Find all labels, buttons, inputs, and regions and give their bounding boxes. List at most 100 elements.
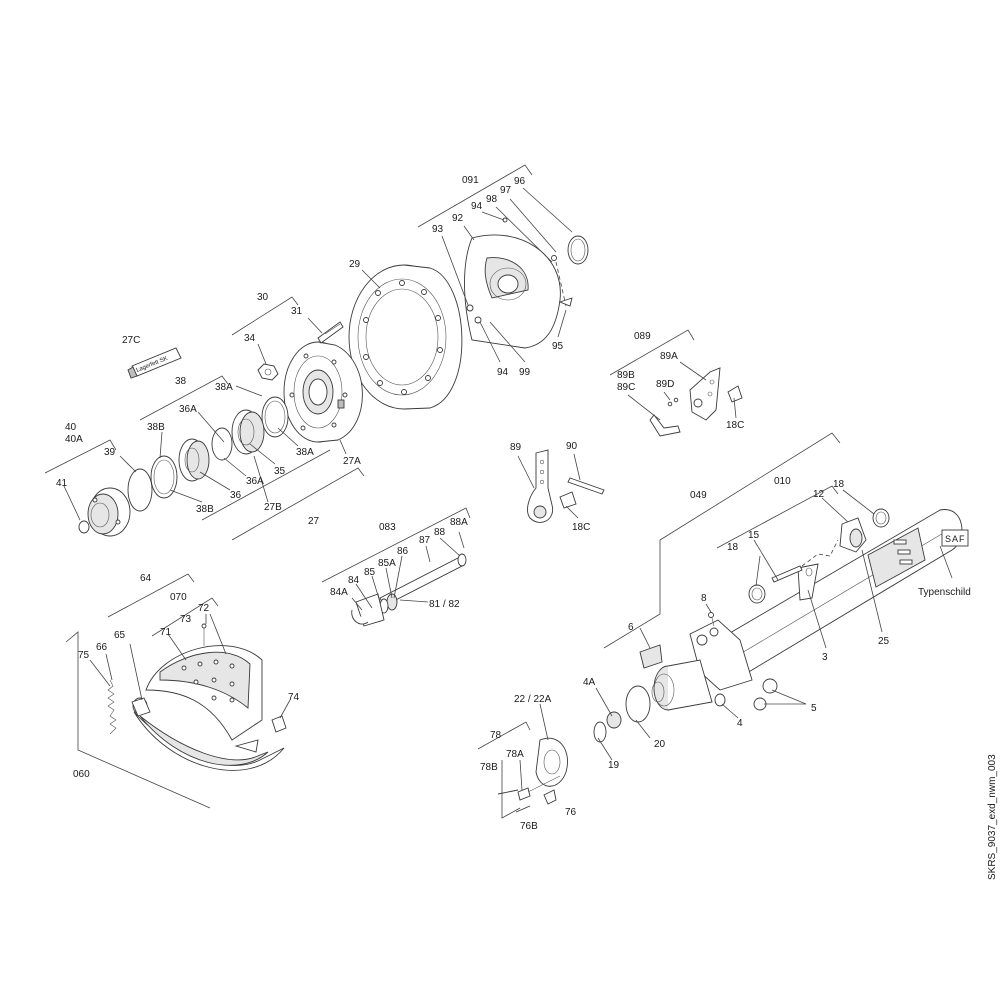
label-20: 20 [654,739,666,750]
label-92: 92 [452,213,464,224]
group-label-070: 070 [170,592,187,603]
label-29: 29 [349,259,361,270]
label-73: 73 [180,614,192,625]
label-88: 88 [434,527,446,538]
label-39: 39 [104,447,116,458]
label-81-82: 81 / 82 [429,599,460,610]
hub-cap [78,487,131,537]
group-label-78: 78 [490,730,502,741]
label-66: 66 [96,642,108,653]
axle-beam [651,509,969,711]
label-18-right: 18 [833,479,845,490]
label-94-top: 94 [471,201,483,212]
label-38b-bottom: 38B [196,504,214,515]
label-93: 93 [432,224,444,235]
group-label-64: 64 [140,573,152,584]
label-18c-top: 18C [726,420,744,431]
label-71: 71 [160,627,172,638]
group-label-060: 060 [73,769,90,780]
label-35: 35 [274,466,286,477]
label-18c-mid: 18C [572,522,590,533]
type-plate-saf: SAF [945,534,966,544]
callout-labels: 091 96 97 98 94 92 93 95 94 99 29 30 31 … [56,175,998,880]
label-74: 74 [288,692,300,703]
label-4: 4 [737,718,743,729]
group-label-089: 089 [634,331,651,342]
group-label-27: 27 [308,516,320,527]
group-label-010: 010 [774,476,791,487]
wheel-hub [257,321,363,443]
group-brackets [44,164,841,819]
brake-drum [348,264,463,410]
group-label-30: 30 [257,292,269,303]
label-36: 36 [230,490,242,501]
label-89: 89 [510,442,522,453]
label-12: 12 [813,489,825,500]
label-94-bottom: 94 [497,367,509,378]
label-90: 90 [566,441,578,452]
seal-rings [535,612,778,787]
label-34: 34 [244,333,256,344]
camshaft-bracket [748,508,890,604]
label-4a: 4A [583,677,596,688]
label-8: 8 [701,593,707,604]
dust-shield [464,217,589,349]
group-label-40a: 40A [65,434,83,445]
label-36a-bottom: 36A [246,476,264,487]
group-label-049: 049 [690,490,707,501]
label-85a: 85A [378,558,396,569]
label-76b: 76B [520,821,538,832]
label-76: 76 [565,807,577,818]
label-6: 6 [628,622,634,633]
label-78a: 78A [506,749,524,760]
label-97: 97 [500,185,512,196]
label-38b-top: 38B [147,422,165,433]
abs-sensor [497,775,561,813]
label-89d: 89D [656,379,674,390]
label-78b: 78B [480,762,498,773]
label-95: 95 [552,341,564,352]
drawing-id: SKRS_9037_exd_nwm_003 [987,754,998,880]
label-38a-top: 38A [215,382,233,393]
label-89b: 89B [617,370,635,381]
label-84a: 84A [330,587,348,598]
label-27a: 27A [343,456,361,467]
group-label-083: 083 [379,522,396,533]
label-typenschild: Typenschild [918,587,971,598]
label-25: 25 [878,636,890,647]
label-72: 72 [198,603,210,614]
slack-adjuster-assembly [649,367,743,437]
group-label-38: 38 [175,376,187,387]
label-36a-top: 36A [179,404,197,415]
group-label-091: 091 [462,175,479,186]
label-85: 85 [364,567,376,578]
label-96: 96 [514,176,526,187]
bearing-set [127,396,289,512]
label-87: 87 [419,535,431,546]
label-22-22a: 22 / 22A [514,694,552,705]
label-19: 19 [608,760,620,771]
label-5: 5 [811,703,817,714]
label-38a-bottom: 38A [296,447,314,458]
label-89c: 89C [617,382,635,393]
label-41: 41 [56,478,68,489]
label-27b: 27B [264,502,282,513]
leader-lines [63,187,953,791]
label-18-left: 18 [727,542,739,553]
slack-adjuster-arm [527,449,605,523]
brake-shoes [107,623,287,771]
camshaft [351,553,467,627]
label-89a: 89A [660,351,678,362]
label-88a: 88A [450,517,468,528]
label-86: 86 [397,546,409,557]
label-84: 84 [348,575,360,586]
label-15: 15 [748,530,760,541]
label-27c: 27C [122,335,140,346]
group-label-40: 40 [65,422,77,433]
label-3: 3 [822,652,828,663]
label-31: 31 [291,306,303,317]
label-75: 75 [78,650,90,661]
label-99: 99 [519,367,531,378]
